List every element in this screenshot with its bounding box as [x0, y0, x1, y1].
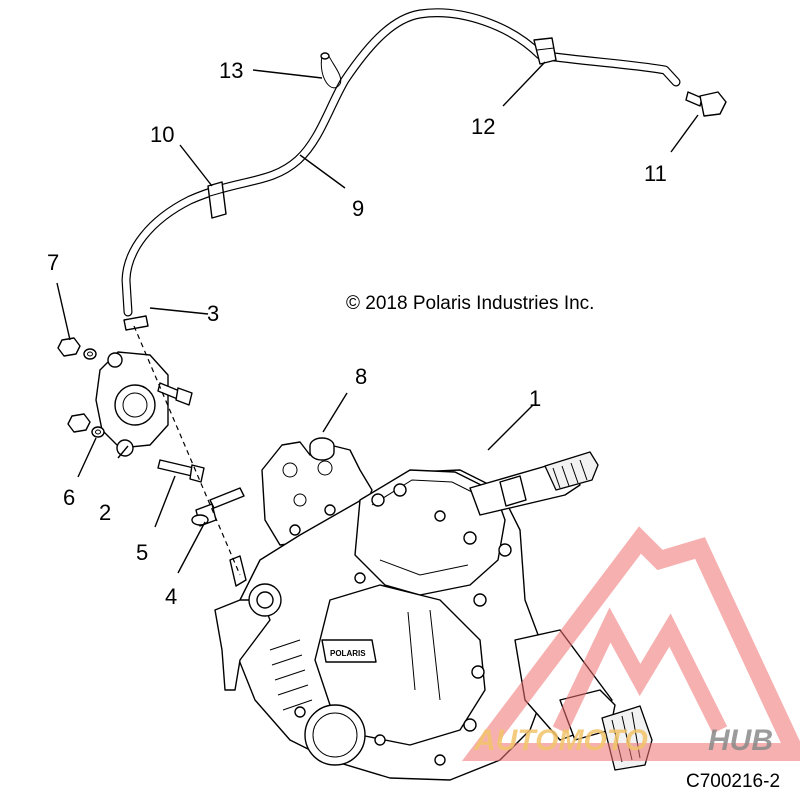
watermark-logo	[461, 526, 800, 761]
callout-3: 3	[207, 301, 219, 326]
callout-12: 12	[471, 114, 495, 139]
bolt-4	[191, 487, 245, 527]
clip-13	[320, 52, 342, 89]
callout-6: 6	[63, 485, 75, 510]
callout-7: 7	[47, 250, 59, 275]
copyright-notice: © 2018 Polaris Industries Inc.	[346, 293, 594, 314]
bolt-5	[157, 459, 205, 483]
transmission-assembly: POLARIS	[214, 441, 653, 781]
clamp-12	[533, 37, 557, 65]
assembly-line	[133, 325, 241, 576]
bolt-upper	[157, 382, 193, 406]
watermark-text-hub: HUB	[708, 724, 773, 757]
svg-text:POLARIS: POLARIS	[330, 649, 366, 658]
callout-8: 8	[355, 364, 367, 389]
figure-code: C700216-2	[686, 771, 780, 792]
plug-8	[309, 437, 335, 461]
speed-sensor	[95, 351, 169, 457]
nut-7	[57, 337, 97, 360]
clamp-3	[123, 315, 149, 331]
callout-1: 1	[529, 386, 541, 411]
callout-4: 4	[165, 584, 177, 609]
vent-fitting-11	[685, 91, 727, 117]
vent-tube	[121, 8, 681, 317]
callout-2: 2	[99, 500, 111, 525]
watermark-text-automoto: AUTOMOTO	[473, 724, 648, 757]
leader-lines	[56, 61, 699, 574]
callout-13: 13	[219, 58, 243, 83]
callout-9: 9	[352, 196, 364, 221]
nut-6	[67, 413, 105, 438]
callout-10: 10	[150, 122, 174, 147]
callout-5: 5	[136, 540, 148, 565]
clamp-10	[207, 181, 227, 219]
callout-11: 11	[644, 161, 667, 186]
